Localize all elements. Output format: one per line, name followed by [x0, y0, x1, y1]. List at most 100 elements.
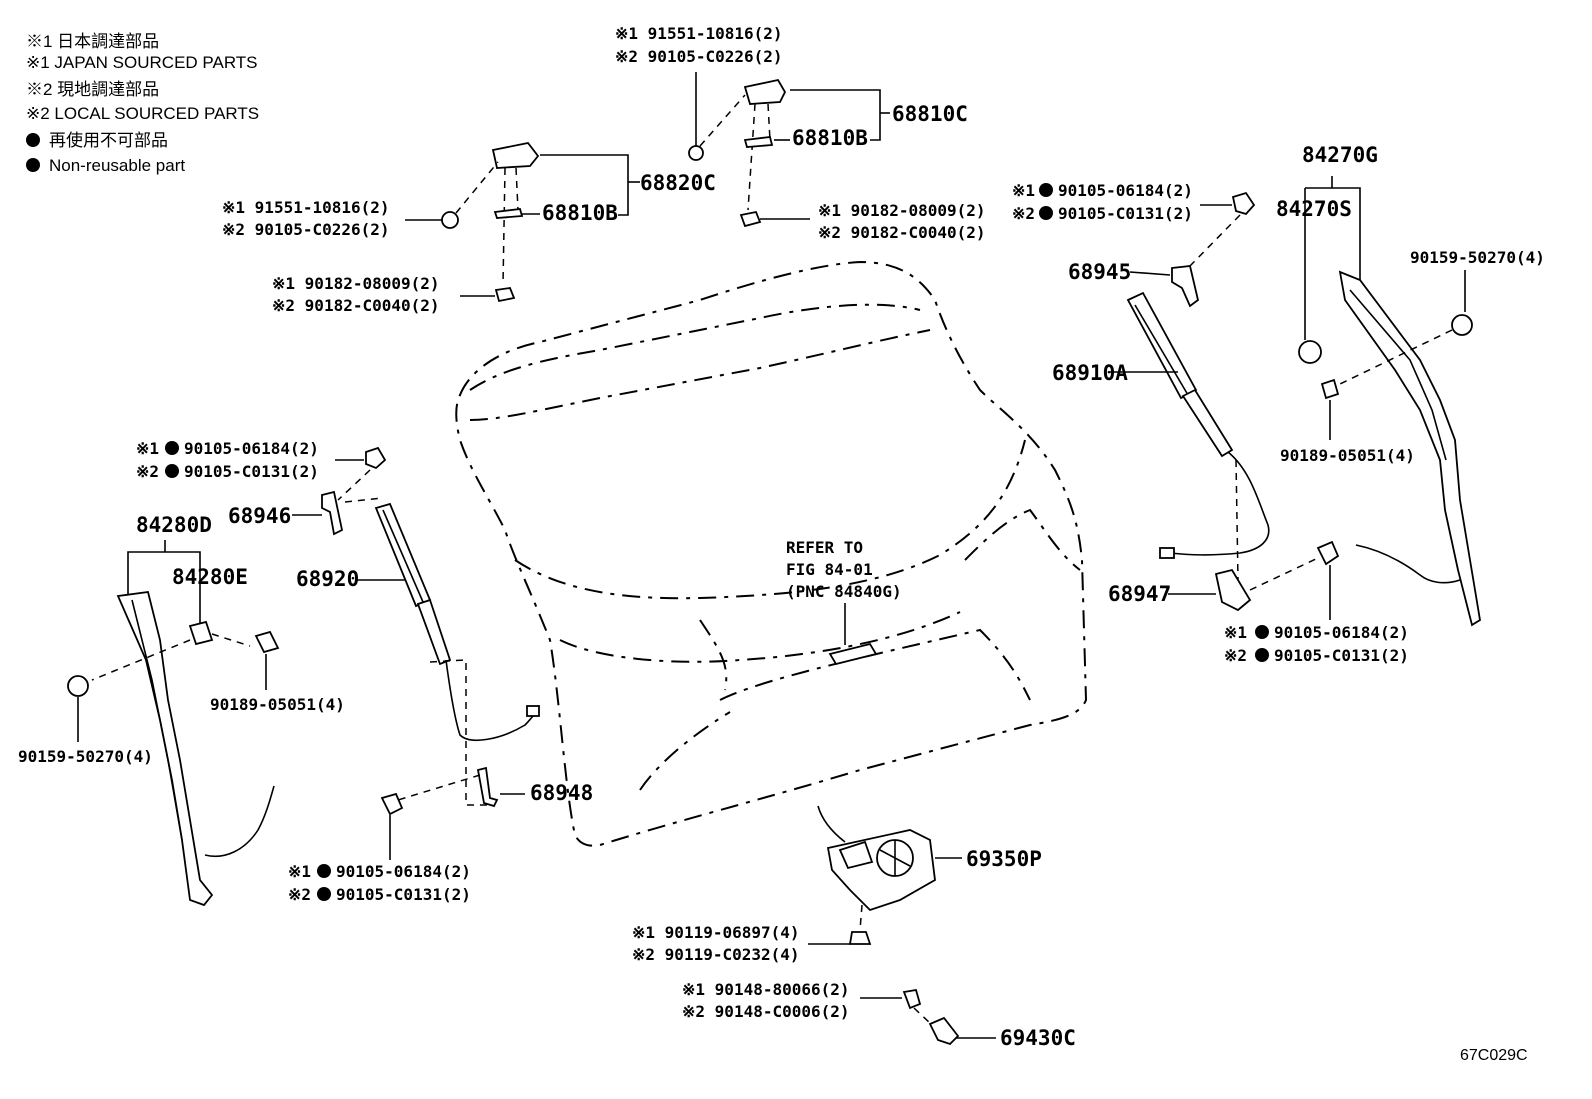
non-reusable-dot-icon [1039, 183, 1053, 197]
part-label-84280D: 84280D [136, 513, 212, 537]
part-label-68946: 68946 [228, 504, 291, 528]
shim-icon [493, 208, 524, 219]
part-label-68810B: 68810B [792, 126, 868, 150]
part-number-label: ※2 90105-C0226(2) [615, 47, 783, 66]
bracket-icon [1214, 568, 1252, 612]
legend-japan-jp: ※1 日本調達部品 [26, 32, 159, 51]
motor-housing-icon [838, 840, 874, 870]
non-reusable-dot-icon [317, 864, 331, 878]
part-number-label: 90105-06184(2) [1058, 181, 1193, 200]
part-label-69430C: 69430C [1000, 1026, 1076, 1050]
mark-label: ※2 [136, 462, 159, 481]
part-label-84270S: 84270S [1276, 197, 1352, 221]
illustration-code: 67C029C [1460, 1047, 1528, 1064]
hinge-bracket-icon [491, 142, 540, 169]
legend-local-jp: ※2 現地調達部品 [26, 80, 159, 99]
part-label-84280E: 84280E [172, 565, 248, 589]
hinge-bracket-icon [743, 78, 787, 105]
refer-note-group: REFER TO FIG 84-01 (PNC 84840G) [786, 538, 902, 666]
lock-motor-69350P-group: 69350P ※1 90119-06897(4) ※2 90119-C0232(… [632, 805, 1042, 964]
part-label-68910A: 68910A [1052, 361, 1128, 385]
legend-local-en: ※2 LOCAL SOURCED PARTS [26, 104, 259, 123]
non-reusable-dot-icon [317, 887, 331, 901]
legend-nonreusable-en: Non-reusable part [49, 156, 185, 175]
bolt-icon [380, 792, 404, 816]
clip-icon [188, 620, 214, 646]
refer-note-line: REFER TO [786, 538, 863, 557]
legend-nonreusable-jp: 再使用不可部品 [49, 130, 168, 150]
part-number-label: ※1 90119-06897(4) [632, 923, 800, 942]
back-door-outline [455, 260, 1088, 847]
part-number-label: ※2 90119-C0232(4) [632, 945, 800, 964]
bolt-icon [688, 145, 704, 161]
part-label-68945: 68945 [1068, 260, 1131, 284]
part-number-label: 90105-C0131(2) [1058, 204, 1193, 223]
part-number-label: 90105-C0131(2) [1274, 646, 1409, 665]
hinge-68810C-group: ※1 91551-10816(2) ※2 90105-C0226(2) 6881… [615, 24, 986, 242]
connector-icon [526, 705, 540, 717]
non-reusable-dot-icon [1039, 206, 1053, 220]
part-label-68810B: 68810B [542, 201, 618, 225]
bolt-icon [365, 446, 387, 470]
part-number-label: 90105-06184(2) [1274, 623, 1409, 642]
nut-icon [739, 210, 762, 228]
screw-icon [67, 675, 89, 697]
clip-icon [1320, 378, 1340, 400]
refer-note-line: FIG 84-01 [786, 560, 873, 579]
strut-rod-icon [416, 598, 452, 666]
bolt-icon [848, 931, 872, 945]
bumper-69430C-group: ※1 90148-80066(2) ※2 90148-C0006(2) 6943… [682, 980, 1076, 1050]
part-number-label: ※2 90182-C0040(2) [818, 223, 986, 242]
strut-68920-group: ※1 90105-06184(2) ※2 90105-C0131(2) 6894… [136, 439, 593, 904]
part-number-label: 90105-06184(2) [336, 862, 471, 881]
screw-icon [1451, 314, 1473, 336]
legend-japan-en: ※1 JAPAN SOURCED PARTS [26, 53, 258, 72]
non-reusable-dot-icon [165, 464, 179, 478]
side-trim-icon [1338, 270, 1481, 627]
trim-84280D-group: 84280D 84280E 90189-05051(4) 90159-50270… [18, 513, 345, 907]
strut-bracket-icon [321, 490, 344, 536]
part-label-68810C: 68810C [892, 102, 968, 126]
mark-label: ※1 [1012, 181, 1035, 200]
non-reusable-dot-icon [165, 441, 179, 455]
non-reusable-dot-icon [26, 133, 40, 147]
nut-icon [494, 287, 516, 303]
part-number-label: ※2 90182-C0040(2) [272, 296, 440, 315]
strut-rod-icon [1181, 388, 1234, 458]
part-label-68920: 68920 [296, 567, 359, 591]
part-number-label: 90159-50270(4) [18, 747, 153, 766]
part-number-label: ※1 90182-08009(2) [818, 201, 986, 220]
bumper-stopper-icon [928, 1016, 960, 1046]
mark-label: ※2 [288, 885, 311, 904]
part-label-68948: 68948 [530, 781, 593, 805]
mark-label: ※1 [136, 439, 159, 458]
legend: ※1 日本調達部品 ※1 JAPAN SOURCED PARTS ※2 現地調達… [26, 32, 259, 175]
part-number-label: ※2 90105-C0226(2) [222, 220, 390, 239]
bracket-icon [476, 766, 499, 808]
bolt-icon [1316, 540, 1340, 566]
part-label-68947: 68947 [1108, 582, 1171, 606]
part-number-label: ※1 91551-10816(2) [222, 198, 390, 217]
part-label-84270G: 84270G [1302, 143, 1378, 167]
part-number-label: ※1 91551-10816(2) [615, 24, 783, 43]
strut-bracket-icon [1171, 265, 1200, 308]
part-number-label: 90105-06184(2) [184, 439, 319, 458]
clip-icon [1298, 340, 1322, 364]
strut-68910A-group: ※1 90105-06184(2) ※2 90105-C0131(2) 6894… [1012, 181, 1409, 665]
non-reusable-dot-icon [1255, 625, 1269, 639]
mark-label: ※2 [1224, 646, 1247, 665]
gas-strut-icon [1126, 291, 1198, 400]
screw-icon [902, 988, 922, 1010]
mark-label: ※2 [1012, 204, 1035, 223]
part-number-label: 90105-C0131(2) [184, 462, 319, 481]
part-number-label: ※2 90148-C0006(2) [682, 1002, 850, 1021]
part-number-label: 90189-05051(4) [1280, 446, 1415, 465]
part-number-label: ※1 90182-08009(2) [272, 274, 440, 293]
part-label-69350P: 69350P [966, 847, 1042, 871]
part-label-68820C: 68820C [640, 171, 716, 195]
bolt-icon [1231, 191, 1256, 216]
part-number-label: 90189-05051(4) [210, 695, 345, 714]
connector-icon [1159, 547, 1175, 559]
clip-icon [254, 630, 280, 654]
refer-note-line: (PNC 84840G) [786, 582, 902, 601]
